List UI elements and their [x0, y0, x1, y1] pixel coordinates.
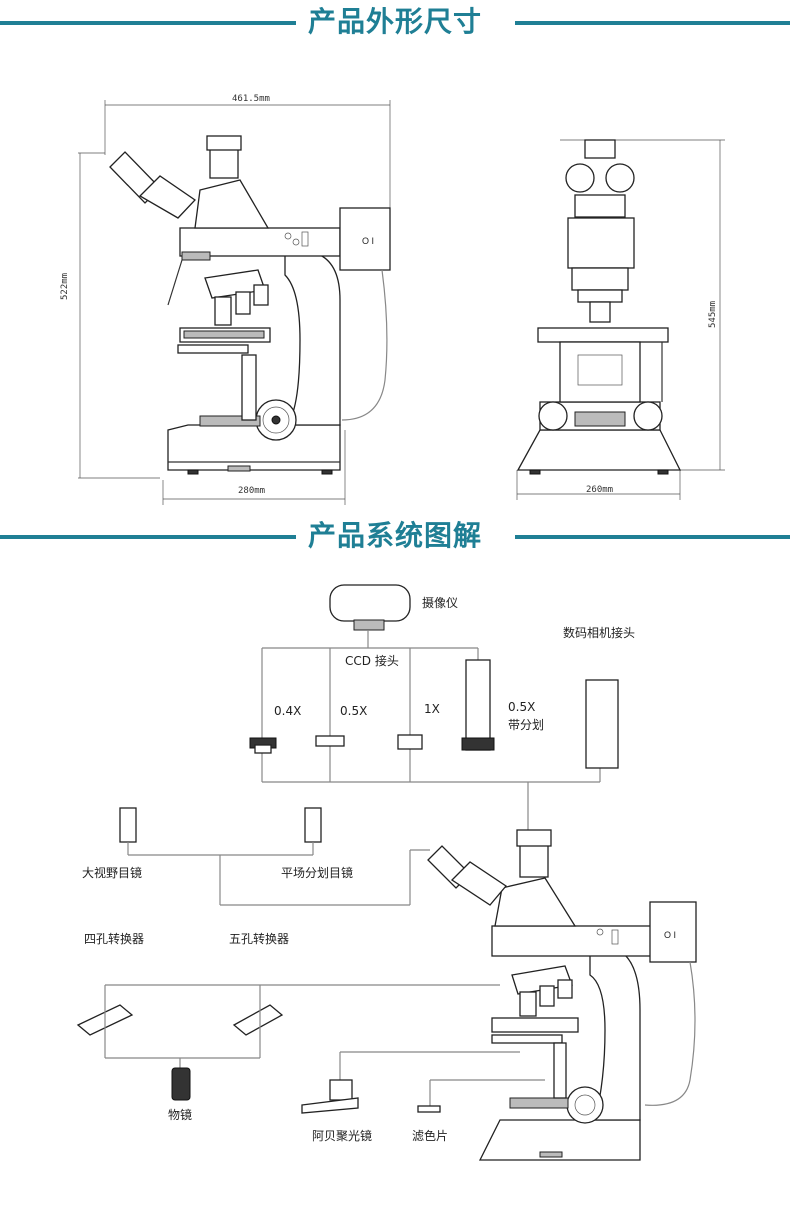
svg-text:O I: O I: [362, 236, 374, 246]
filter-label: 滤色片: [412, 1129, 449, 1143]
plan-reticle-eyepiece-label: 平场分划目镜: [281, 866, 354, 880]
side-height-label: 522mm: [60, 272, 70, 300]
front-view-microscope: [516, 139, 725, 500]
side-width-label: 461.5mm: [232, 94, 270, 104]
adapter-05x-label: 0.5X: [340, 704, 368, 718]
front-height-label: 545mm: [708, 300, 718, 328]
ccd-adapter-label: CCD 接头: [345, 654, 399, 668]
dimensions-title: 产品外形尺寸: [0, 2, 790, 42]
system-header: 产品系统图解: [0, 516, 790, 556]
svg-text:O I: O I: [664, 930, 676, 940]
header-rule-right: [515, 21, 790, 25]
quad-nosepiece-label: 四孔转换器: [84, 932, 145, 946]
wide-eyepiece-label: 大视野目镜: [82, 866, 143, 880]
header-rule-left: [0, 535, 300, 539]
header-rule-left: [0, 21, 300, 25]
adapter-04x-label: 0.4X: [274, 704, 302, 718]
dimensions-header: 产品外形尺寸: [0, 2, 790, 42]
adapter-05x-reticle-label-1: 0.5X: [508, 700, 536, 714]
objective-label: 物镜: [168, 1108, 193, 1122]
camera-label: 摄像仪: [422, 596, 459, 610]
quint-nosepiece-label: 五孔转换器: [229, 932, 290, 946]
front-base-label: 260mm: [586, 485, 614, 495]
side-base-label: 280mm: [238, 486, 266, 496]
system-title: 产品系统图解: [0, 516, 790, 556]
adapter-1x-label: 1X: [424, 702, 440, 716]
digital-adapter-label: 数码相机接头: [563, 626, 636, 640]
system-diagram: O I: [76, 584, 697, 1161]
abbe-condenser-label: 阿贝聚光镜: [312, 1129, 373, 1143]
adapter-05x-reticle-label-2: 带分划: [508, 718, 545, 732]
header-rule-right: [515, 535, 790, 539]
side-view-microscope: O I: [78, 100, 391, 505]
